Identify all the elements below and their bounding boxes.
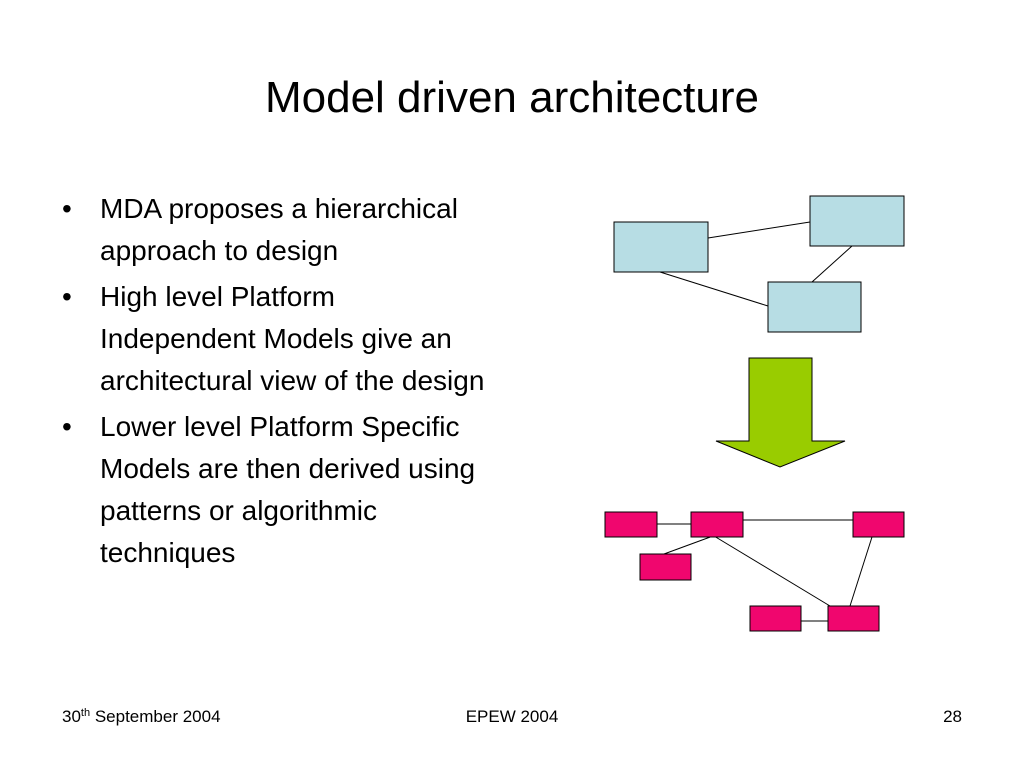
footer-date-rest: September 2004	[90, 707, 221, 726]
bullet-item: • MDA proposes a hierarchical approach t…	[62, 188, 492, 272]
pim-connector	[659, 271, 769, 307]
bullet-text: Lower level Platform Specific Models are…	[100, 411, 476, 568]
pim-box	[767, 281, 862, 333]
psm-connector	[663, 535, 714, 555]
pim-box	[613, 221, 709, 273]
psm-box	[852, 511, 905, 538]
slide-title: Model driven architecture	[264, 73, 759, 122]
bullet-item: • Lower level Platform Specific Models a…	[62, 406, 492, 574]
psm-box	[827, 605, 880, 632]
bullet-list: • MDA proposes a hierarchical approach t…	[62, 188, 492, 578]
psm-box	[604, 511, 658, 538]
bullet-item: • High level Platform Independent Models…	[62, 276, 492, 402]
bullet-glyph: •	[62, 281, 72, 312]
pim-connector	[811, 245, 853, 283]
footer-date-suffix: th	[80, 707, 91, 719]
bullet-glyph: •	[62, 411, 72, 442]
bullet-glyph: •	[62, 193, 72, 224]
footer-date-day: 30	[62, 707, 81, 726]
footer-conference: EPEW 2004	[465, 707, 559, 726]
page-number: 28	[943, 707, 962, 726]
psm-box	[749, 605, 802, 632]
bullet-text: High level Platform Independent Models g…	[100, 281, 485, 396]
pim-box	[809, 195, 905, 247]
psm-connector	[713, 535, 831, 607]
bullet-text: MDA proposes a hierarchical approach to …	[100, 193, 458, 266]
footer-date: 30th September 2004	[62, 706, 221, 728]
psm-box	[639, 553, 692, 581]
psm-box	[690, 511, 744, 538]
psm-connector	[849, 536, 873, 607]
down-arrow-icon	[715, 357, 846, 468]
pim-connector	[707, 221, 811, 239]
